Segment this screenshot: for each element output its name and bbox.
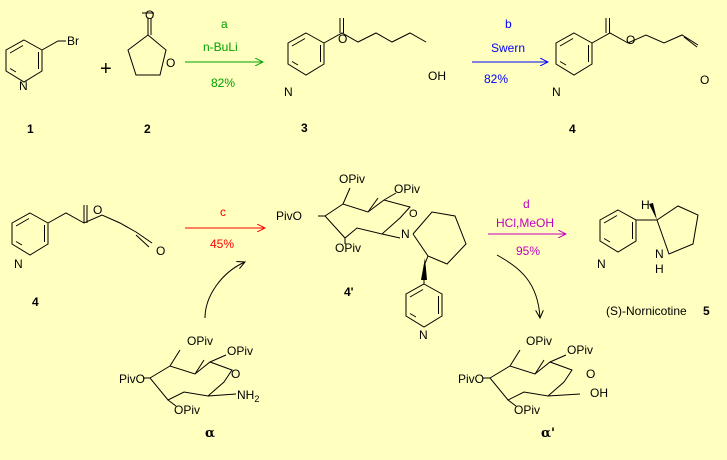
sugar-ring bbox=[318, 187, 467, 328]
nitrogen-label: N bbox=[14, 257, 23, 271]
amine-label: NH2 bbox=[237, 388, 259, 404]
amine-nitrogen-label: N bbox=[401, 227, 410, 241]
step-b-reagent: Swern bbox=[491, 41, 525, 55]
step-a: a n-BuLi 82% bbox=[185, 17, 263, 90]
step-c-letter: c bbox=[220, 205, 226, 219]
pivo-label-left: PivO bbox=[276, 209, 302, 223]
opiv-label-top: OPiv bbox=[526, 334, 552, 348]
pivo-label-left: PivO bbox=[458, 372, 484, 386]
stereo-wedge bbox=[649, 203, 657, 220]
compound-number-4-prime: 4' bbox=[344, 285, 354, 299]
aldehyde-oxygen-label: O bbox=[156, 244, 165, 258]
pivo-label-left: PivO bbox=[119, 372, 145, 386]
step-a-yield: 82% bbox=[211, 76, 235, 90]
opiv-label-bottom: OPiv bbox=[174, 403, 200, 417]
pyridine-ring bbox=[5, 39, 66, 83]
ring-oxygen-label: O bbox=[231, 367, 240, 381]
step-a-letter: a bbox=[221, 17, 228, 31]
step-d-reagent: HCl,MeOH bbox=[496, 216, 554, 230]
pyridine-ring bbox=[11, 205, 153, 256]
ring-oxygen-label: O bbox=[586, 367, 595, 381]
pyridine-nitrogen-label: N bbox=[597, 257, 606, 271]
compound-number-2: 2 bbox=[144, 122, 151, 136]
compound-alpha: OPiv OPiv PivO OPiv O NH2 α bbox=[119, 334, 259, 441]
step-a-reagent: n-BuLi bbox=[203, 40, 238, 54]
compound-number-5: 5 bbox=[703, 304, 710, 318]
pyridine-nitrogen-label: N bbox=[419, 328, 428, 342]
hydroxyl-label: OH bbox=[590, 386, 608, 400]
plus-sign: + bbox=[100, 58, 112, 80]
compound-3: O OH N 3 bbox=[284, 18, 446, 135]
nitrogen-label: N bbox=[552, 85, 561, 99]
compound-label-alpha-prime: α' bbox=[541, 426, 555, 441]
opiv-label-top: OPiv bbox=[187, 334, 213, 348]
sugar-ring bbox=[483, 349, 581, 407]
nitrogen-label: N bbox=[284, 85, 293, 99]
carbonyl-oxygen-label: O bbox=[93, 203, 102, 217]
compound-label-alpha: α bbox=[205, 426, 215, 441]
amine-h-label: H bbox=[655, 262, 664, 276]
hydroxyl-label: OH bbox=[428, 69, 446, 83]
compound-4-bottom: O O N 4 bbox=[11, 203, 165, 309]
step-b-letter: b bbox=[505, 17, 512, 31]
compound-number-1: 1 bbox=[27, 122, 34, 136]
step-c: c 45% bbox=[185, 205, 265, 319]
carbonyl-oxygen-label: O bbox=[145, 8, 154, 22]
opiv-label-top: OPiv bbox=[339, 172, 365, 186]
opiv-label-right: OPiv bbox=[227, 344, 253, 358]
opiv-label-bottom: OPiv bbox=[514, 403, 540, 417]
step-d-yield: 95% bbox=[516, 244, 540, 258]
opiv-label-bottom: OPiv bbox=[335, 241, 361, 255]
aldehyde-oxygen-label: O bbox=[700, 73, 709, 87]
step-c-yield: 45% bbox=[210, 237, 234, 251]
auxiliary-release-arrow bbox=[496, 254, 540, 318]
opiv-label-right: OPiv bbox=[394, 182, 420, 196]
pyridine-ring bbox=[287, 18, 427, 76]
compound-number-3: 3 bbox=[301, 121, 308, 135]
wedge-bond bbox=[421, 258, 427, 280]
compound-number-4: 4 bbox=[569, 122, 576, 136]
step-d-letter: d bbox=[523, 197, 530, 211]
compound-1: Br N 1 bbox=[5, 34, 79, 136]
ring-oxygen-label: O bbox=[409, 208, 418, 220]
pyridine-ring bbox=[599, 205, 699, 255]
pyridine-ring bbox=[555, 18, 699, 76]
lactone-ring bbox=[127, 12, 167, 76]
compound-4-prime: OPiv OPiv PivO OPiv N O N 4' bbox=[276, 172, 467, 342]
compound-alpha-prime: OPiv OPiv PivO OPiv O OH α' bbox=[458, 334, 608, 441]
step-b: b Swern 82% bbox=[472, 17, 548, 86]
sugar-ring bbox=[143, 349, 237, 407]
carbonyl-oxygen-label: O bbox=[626, 33, 635, 47]
bromo-label: Br bbox=[67, 34, 79, 48]
step-d: d HCl,MeOH 95% bbox=[488, 197, 566, 318]
ring-oxygen-label: O bbox=[166, 56, 175, 70]
compound-4-top: O O N 4 bbox=[552, 18, 709, 136]
amine-n-label: N bbox=[655, 247, 664, 261]
nitrogen-label: N bbox=[19, 79, 28, 93]
compound-name: (S)-Nornicotine bbox=[606, 304, 687, 318]
auxiliary-arrow bbox=[204, 262, 245, 319]
carbonyl-oxygen-label: O bbox=[338, 32, 347, 46]
stereo-h-label: H bbox=[641, 198, 650, 212]
opiv-label-right: OPiv bbox=[567, 343, 593, 357]
step-b-yield: 82% bbox=[484, 72, 508, 86]
compound-2: O O 2 bbox=[127, 8, 175, 136]
compound-5: H N H N (S)-Nornicotine 5 bbox=[597, 198, 710, 318]
compound-number-4: 4 bbox=[32, 295, 39, 309]
